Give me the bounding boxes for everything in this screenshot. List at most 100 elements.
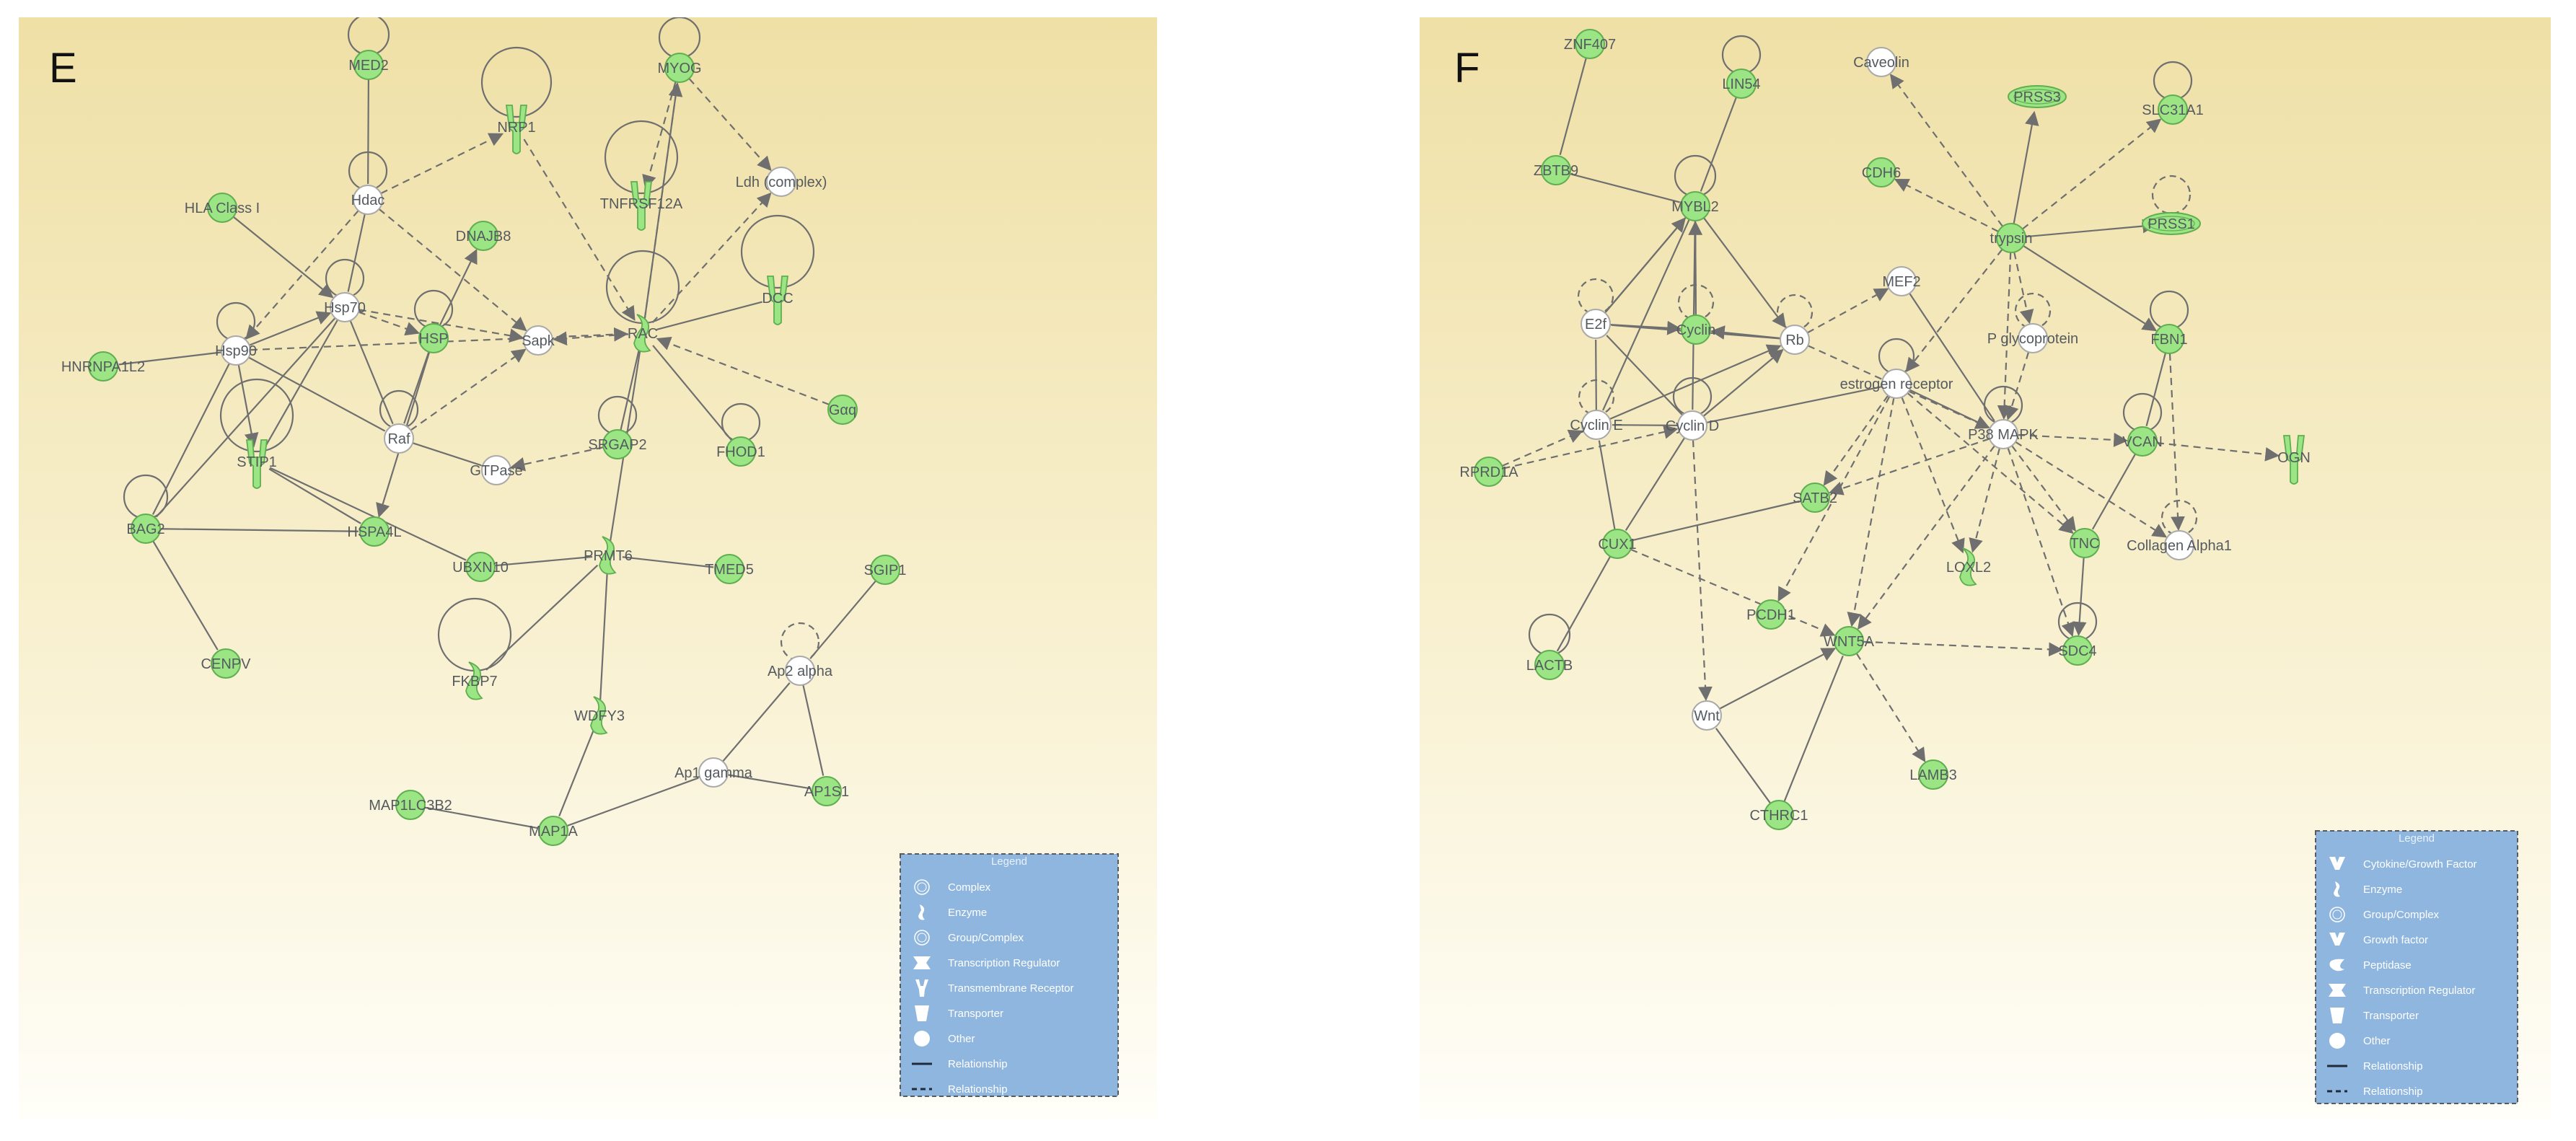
node-ap1gamma[interactable]: Ap1 gamma	[674, 757, 753, 788]
node-cyclind[interactable]: Cyclin D	[1666, 410, 1719, 441]
node-cycline[interactable]: Cyclin E	[1570, 410, 1623, 440]
legend-item-label: Cytokine/Growth Factor	[2363, 858, 2477, 871]
node-label: TMED5	[705, 562, 754, 578]
node-ldh[interactable]: Ldh (complex)	[736, 167, 827, 197]
node-prss1[interactable]: PRSS1	[2142, 212, 2201, 235]
node-fbn1[interactable]: FBN1	[2150, 324, 2188, 354]
node-nrp1[interactable]: NRP1	[497, 105, 536, 154]
node-sdc4[interactable]: SDC4	[2058, 635, 2097, 666]
node-shape	[870, 555, 900, 585]
node-ap2alpha[interactable]: Ap2 alpha	[768, 656, 833, 686]
node-med2[interactable]: MED2	[348, 50, 389, 80]
node-pcdh1[interactable]: PCDH1	[1746, 599, 1795, 630]
legend-item-label: Group/Complex	[948, 932, 1024, 944]
node-raf[interactable]: Raf	[384, 423, 414, 454]
node-shape	[1541, 155, 1571, 185]
node-tnfrsf12a[interactable]: TNFRSF12A	[600, 181, 683, 231]
legend-item-label: Other	[948, 1033, 975, 1045]
edge-trypsin-estrogen	[1905, 249, 2003, 373]
node-sgip1[interactable]: SGIP1	[864, 555, 907, 585]
node-cux1[interactable]: CUX1	[1598, 529, 1637, 559]
complex-icon	[914, 879, 930, 895]
node-wdfy3[interactable]: WDFY3	[574, 696, 625, 735]
node-tmed5[interactable]: TMED5	[705, 554, 754, 584]
edge-e2f-mybl2	[1604, 217, 1687, 314]
edge-rb-mef2	[1807, 288, 1889, 334]
node-srgap2[interactable]: SRGAP2	[588, 429, 647, 459]
node-lactb[interactable]: LACTB	[1526, 650, 1573, 680]
edge-prmt6-tmed5	[622, 556, 714, 568]
node-trypsin[interactable]: trypsin	[1990, 223, 2033, 253]
node-gaq[interactable]: Gαq	[827, 395, 858, 425]
node-gtpase[interactable]: GTPase	[470, 455, 523, 485]
node-collagen[interactable]: Collagen Alpha1	[2127, 530, 2232, 560]
node-p38[interactable]: P38 MAPK	[1968, 419, 2039, 449]
node-fkbp7[interactable]: FKBP7	[452, 661, 498, 700]
node-sapk[interactable]: Sapk	[522, 325, 555, 356]
node-mybl2[interactable]: MYBL2	[1671, 191, 1719, 221]
node-dnajb8[interactable]: DNAJB8	[456, 221, 511, 251]
node-shape	[2164, 530, 2194, 560]
edge-hsp70-raf	[349, 320, 394, 425]
node-loxl2[interactable]: LOXL2	[1946, 547, 1991, 586]
node-wnt[interactable]: Wnt	[1692, 700, 1722, 731]
node-znf407[interactable]: ZNF407	[1564, 29, 1616, 59]
node-myog[interactable]: MYOG	[657, 53, 702, 83]
legend-item-label: Relationship	[948, 1058, 1008, 1070]
node-rb[interactable]: Rb	[1780, 325, 1810, 355]
node-rac[interactable]: RAC	[628, 314, 658, 353]
node-hsp[interactable]: HSP	[418, 323, 449, 353]
node-estrogen[interactable]: estrogen receptor	[1840, 369, 1953, 399]
edge-hdac-hsp70	[347, 213, 366, 292]
node-mef2[interactable]: MEF2	[1882, 266, 1921, 296]
node-shape	[599, 536, 617, 575]
node-hsp70[interactable]: Hsp70	[324, 292, 366, 322]
edge-p38-satb2	[1828, 438, 1990, 495]
edge-hsp-raf	[403, 351, 430, 424]
node-pglyco[interactable]: P glycoprotein	[1987, 323, 2078, 353]
edge-zbtb9-mybl2	[1570, 172, 1680, 203]
node-hdac[interactable]: Hdac	[351, 185, 385, 215]
node-prmt6[interactable]: PRMT6	[584, 536, 633, 575]
node-label: LAMB3	[1909, 767, 1957, 783]
node-e2f[interactable]: E2f	[1581, 309, 1611, 339]
node-cyclin[interactable]: Cyclin	[1676, 314, 1715, 345]
node-tnc[interactable]: TNC	[2070, 528, 2100, 558]
node-hla[interactable]: HLA Class I	[185, 193, 260, 223]
node-satb2[interactable]: SATB2	[1793, 483, 1837, 513]
node-caveolin[interactable]: Caveolin	[1853, 47, 1909, 77]
legend-item-label: Transporter	[2363, 1010, 2419, 1022]
node-lamb3[interactable]: LAMB3	[1909, 759, 1957, 790]
node-label: BAG2	[126, 521, 164, 537]
node-slc31a1[interactable]: SLC31A1	[2142, 94, 2204, 125]
node-vcan[interactable]: VCAN	[2122, 426, 2163, 457]
node-cenpv[interactable]: CENPV	[201, 648, 252, 679]
legend-title: Legend	[2399, 832, 2435, 845]
node-map1a[interactable]: MAP1A	[529, 816, 579, 846]
node-hnrnpa1l2[interactable]: HNRNPA1L2	[61, 351, 145, 382]
node-fhod1[interactable]: FHOD1	[716, 436, 765, 467]
edge-bag2-cenpv	[152, 540, 219, 651]
node-cthrc1[interactable]: CTHRC1	[1749, 800, 1808, 830]
node-ogn[interactable]: OGN	[2277, 435, 2311, 485]
node-label: SLC31A1	[2142, 102, 2204, 118]
node-map1lc3b2[interactable]: MAP1LC3B2	[369, 790, 452, 820]
node-prss3[interactable]: PRSS3	[2008, 85, 2067, 108]
node-hsp90[interactable]: Hsp90	[215, 335, 257, 366]
edge-wnt-wnt5a	[1719, 648, 1837, 710]
node-cdh6[interactable]: CDH6	[1862, 157, 1901, 188]
node-dcc[interactable]: DCC	[762, 276, 794, 325]
node-stip1[interactable]: STIP1	[237, 439, 277, 489]
transcription-icon	[2329, 984, 2346, 997]
node-hspa4l[interactable]: HSPA4L	[347, 516, 402, 547]
node-ap1s1[interactable]: AP1S1	[804, 776, 849, 806]
self-loop-tnfrsf12a	[604, 120, 679, 195]
node-label: FBN1	[2150, 332, 2187, 348]
edge-ubxn10-prmt6	[494, 555, 593, 567]
node-ubxn10[interactable]: UBXN10	[452, 552, 509, 582]
node-bag2[interactable]: BAG2	[126, 514, 165, 544]
node-lin54[interactable]: LIN54	[1722, 69, 1761, 99]
node-rprd1a[interactable]: RPRD1A	[1459, 457, 1518, 487]
node-zbtb9[interactable]: ZBTB9	[1534, 155, 1578, 185]
node-wnt5a[interactable]: WNT5A	[1824, 626, 1875, 656]
